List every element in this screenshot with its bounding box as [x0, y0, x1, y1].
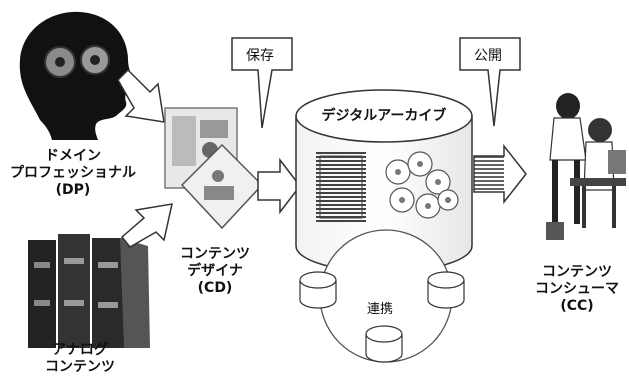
books-icon [28, 234, 150, 348]
dp-line3: (DP) [55, 182, 91, 198]
content-consumer-label: コンテンツ コンシューマ (CC) [525, 264, 629, 315]
arrow-cd-to-archive [257, 157, 301, 215]
cc-line3: (CC) [560, 298, 594, 314]
link-cluster [299, 229, 465, 363]
save-callout-label: 保存 [246, 48, 274, 64]
dp-line1: ドメイン [45, 148, 101, 164]
analog-line2: コンテンツ [45, 359, 115, 375]
arrow-archive-to-cc [473, 143, 527, 205]
save-callout [231, 37, 293, 129]
cd-line2: デザイナ [187, 263, 243, 279]
analog-line1: アナログ [52, 342, 108, 358]
cc-line1: コンテンツ [542, 264, 612, 280]
publish-callout [459, 37, 521, 127]
cd-line1: コンテンツ [180, 246, 250, 262]
digital-archive-cylinder [295, 89, 473, 273]
content-designer-label: コンテンツ デザイナ (CD) [170, 246, 260, 297]
link-label: 連携 [367, 302, 394, 317]
arrow-analog-to-cd [120, 203, 173, 248]
cd-line3: (CD) [197, 280, 233, 296]
dp-line2: プロフェッショナル [10, 165, 136, 181]
arrow-dp-to-cd [117, 68, 165, 123]
cc-line2: コンシューマ [535, 281, 619, 297]
domain-professional-label: ドメイン プロフェッショナル (DP) [10, 148, 136, 199]
content-designer-image [164, 107, 264, 230]
archive-title: デジタルアーカイブ [321, 108, 447, 124]
publish-callout-label: 公開 [474, 48, 502, 64]
analog-content-label: アナログ コンテンツ [30, 342, 130, 376]
content-consumer-image [546, 93, 626, 240]
head-gears-icon [19, 11, 133, 140]
